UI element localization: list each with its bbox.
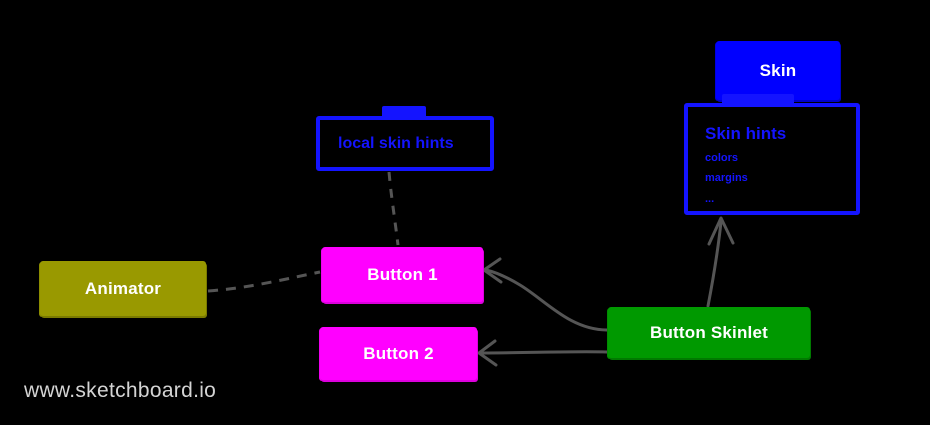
- node-animator-label: Animator: [84, 278, 162, 298]
- node-animator[interactable]: Animator: [40, 261, 206, 316]
- node-button-2[interactable]: Button 2: [320, 327, 477, 380]
- watermark: www.sketchboard.io: [24, 379, 217, 402]
- node-skin-hints-line-ellipsis: ...: [705, 193, 715, 205]
- node-skin-hints[interactable]: Skin hints colors margins ...: [684, 103, 860, 215]
- connector-button-skinlet-to-button2: [479, 350, 609, 355]
- arrowhead-button1: [482, 257, 503, 284]
- connector-animator-to-button1: [207, 270, 321, 293]
- node-local-skin-hints[interactable]: local skin hints: [316, 116, 494, 171]
- node-skin-hints-line-colors: colors: [705, 152, 739, 164]
- arrowhead-skin-hints: [707, 216, 735, 246]
- node-local-skin-hints-label: local skin hints: [338, 135, 454, 152]
- node-button-1[interactable]: Button 1: [322, 247, 483, 302]
- node-button-skinlet-label: Button Skinlet: [649, 322, 768, 342]
- connector-button-skinlet-to-button1: [484, 268, 609, 332]
- node-skin-hints-line-margins: margins: [705, 172, 748, 184]
- arrowhead-button2: [477, 339, 498, 367]
- connector-local-skin-hints-to-button1: [387, 171, 400, 246]
- node-skin[interactable]: Skin: [716, 41, 840, 100]
- node-skin-label: Skin: [759, 60, 797, 80]
- connector-button-skinlet-to-skin-hints: [706, 220, 723, 308]
- node-button-2-label: Button 2: [363, 343, 434, 363]
- node-skin-hints-title: Skin hints: [705, 124, 787, 143]
- node-button-skinlet[interactable]: Button Skinlet: [608, 307, 810, 358]
- node-button-1-label: Button 1: [367, 264, 438, 284]
- note-tab-local-skin-hints: [382, 106, 426, 119]
